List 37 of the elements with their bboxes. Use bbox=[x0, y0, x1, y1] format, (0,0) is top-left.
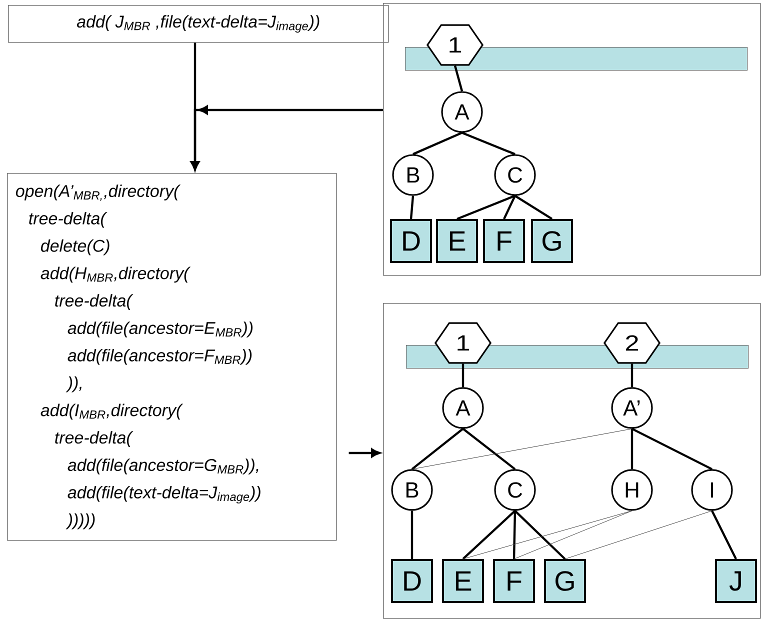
file-square: F bbox=[493, 558, 535, 603]
file-square: E bbox=[436, 219, 478, 263]
file-square: J bbox=[715, 558, 757, 603]
file-square: D bbox=[391, 558, 433, 603]
tree-line bbox=[462, 510, 632, 560]
tree-line bbox=[462, 510, 516, 560]
code-box: add( J$_{MBR}$ ,file(text-delta=J$_{image}$)) bbox=[8, 4, 389, 43]
tree-line bbox=[454, 65, 464, 92]
tree-line bbox=[514, 510, 566, 560]
tree-line bbox=[514, 510, 632, 560]
tree-line bbox=[630, 364, 634, 388]
arrow bbox=[348, 448, 380, 458]
tree-panel bbox=[383, 3, 761, 276]
tree-line bbox=[503, 195, 516, 220]
tree-line bbox=[410, 510, 414, 559]
file-square: G bbox=[531, 219, 573, 263]
file-square: G bbox=[544, 558, 586, 603]
code-box: open(A’$_{MBR,}$,directory( tree-delta( delete(C) add(H$_{MBR}$,directory( tree-delta( add(file(ancestor=E$_{MBR}$)) add(file(ancestor=F$_{MBR}$)) )), add(I$_{MBR}$,directory( tree-delta( add(file(ancestor=G$_{MBR}$)), add(file(text-delta=J$_{image}$)) ))))) bbox=[7, 172, 337, 541]
tree-line bbox=[630, 428, 634, 470]
tree-line bbox=[411, 428, 464, 470]
tree-line bbox=[711, 510, 737, 560]
tree-line bbox=[412, 132, 462, 156]
tree-line bbox=[512, 510, 516, 559]
file-square: F bbox=[483, 219, 525, 263]
tree-line bbox=[564, 510, 712, 560]
arrow bbox=[190, 106, 383, 170]
file-square: D bbox=[390, 219, 432, 263]
tree-line bbox=[412, 428, 632, 470]
tree-line bbox=[632, 428, 712, 470]
tree-line bbox=[462, 428, 516, 470]
tree-line bbox=[456, 194, 516, 220]
tree-line bbox=[514, 194, 553, 220]
file-square: E bbox=[442, 558, 484, 603]
tree-panel bbox=[383, 303, 761, 619]
tree-line bbox=[410, 196, 414, 220]
tree-line bbox=[462, 132, 516, 156]
tree-line bbox=[462, 364, 464, 388]
